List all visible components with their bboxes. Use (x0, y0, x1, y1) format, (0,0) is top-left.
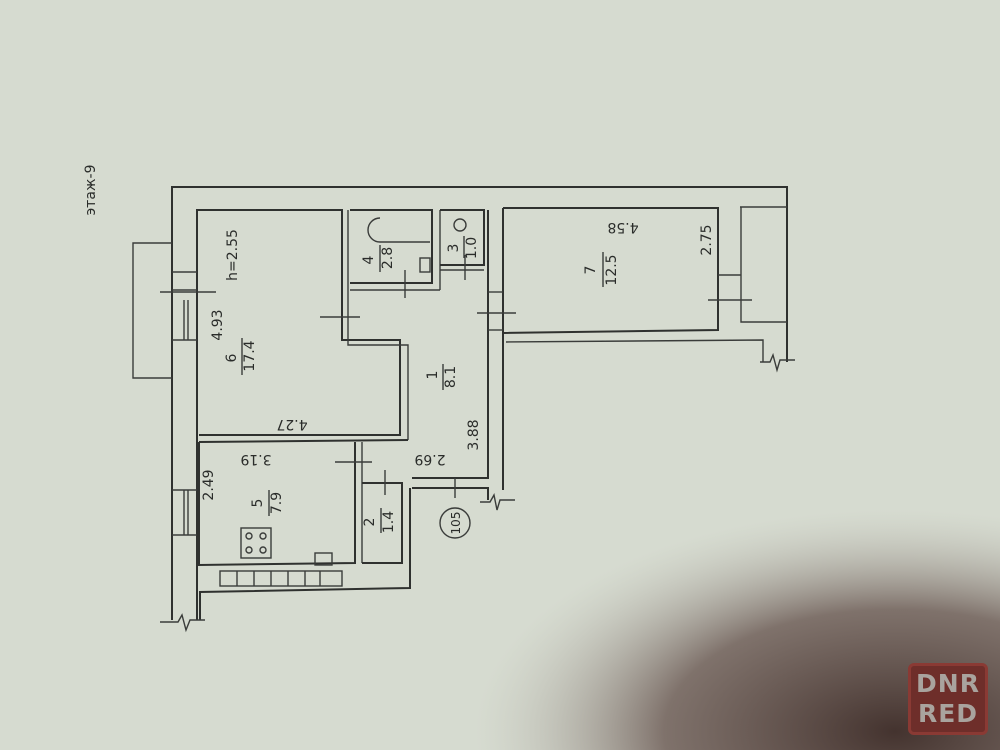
room-number: 4 (361, 255, 377, 264)
room-number: 7 (583, 266, 599, 275)
room-area: 12.5 (604, 254, 620, 285)
room-area: 1.0 (464, 237, 480, 259)
dim-room1-width: 3.88 (466, 419, 482, 450)
dim-room7-length: 4.58 (607, 219, 638, 235)
watermark-line1: DNR (916, 669, 980, 698)
watermark-logo: DNR RED (908, 663, 988, 735)
room-5-label: 5 7.9 (250, 490, 285, 516)
room-3-label: 3 1.0 (446, 236, 480, 259)
floor-label: этаж-9 (83, 165, 99, 216)
room-7-label: 7 12.5 (583, 252, 620, 287)
ceiling-height: h=2.55 (225, 229, 241, 281)
room-number: 5 (250, 499, 266, 508)
dim-room1-length: 2.69 (414, 451, 445, 467)
room-area: 7.9 (269, 492, 285, 514)
room-area: 2.8 (380, 247, 396, 269)
room-area: 8.1 (443, 366, 459, 388)
dim-room6-width: 4.93 (210, 309, 226, 340)
stove-icon (240, 527, 272, 559)
room-area: 1.4 (381, 511, 397, 533)
room-number: 1 (425, 371, 441, 380)
room-6-label: 6 17.4 (224, 338, 258, 375)
dim-room5-length: 3.19 (240, 451, 271, 467)
room-number: 6 (224, 353, 240, 362)
room-area: 17.4 (242, 340, 258, 371)
room-2-label: 2 1.4 (362, 508, 397, 533)
photo-shadow (300, 380, 1000, 750)
apartment-number: 105 (439, 507, 471, 539)
dim-room5-width: 2.49 (201, 469, 217, 500)
apartment-number-text: 105 (449, 512, 463, 535)
walls (132, 186, 795, 633)
watermark-line2: RED (917, 699, 979, 728)
dim-room6-length: 4.27 (276, 416, 307, 432)
dim-room7-width: 2.75 (699, 224, 715, 255)
room-number: 3 (446, 244, 462, 253)
room-4-label: 4 2.8 (361, 245, 396, 272)
room-1-label: 1 8.1 (425, 364, 459, 390)
room-number: 2 (362, 518, 378, 527)
